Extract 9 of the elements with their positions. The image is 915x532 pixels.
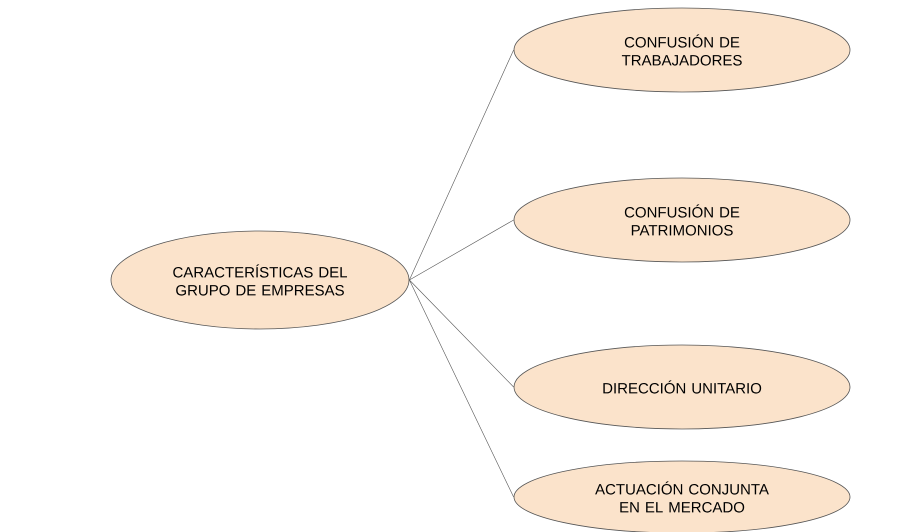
ellipse-node: CONFUSIÓN DE PATRIMONIOS bbox=[514, 178, 850, 262]
connector-line bbox=[409, 50, 514, 280]
connector-line bbox=[409, 280, 514, 498]
ellipse-node: ACTUACIÓN CONJUNTA EN EL MERCADO bbox=[514, 460, 850, 532]
ellipse-node: CARACTERÍSTICAS DEL GRUPO DE EMPRESAS bbox=[110, 230, 410, 330]
connector-line bbox=[409, 220, 514, 280]
ellipse-node: DIRECCIÓN UNITARIO bbox=[514, 344, 850, 430]
connector-line bbox=[409, 280, 514, 388]
ellipse-node: CONFUSIÓN DE TRABAJADORES bbox=[514, 8, 850, 92]
